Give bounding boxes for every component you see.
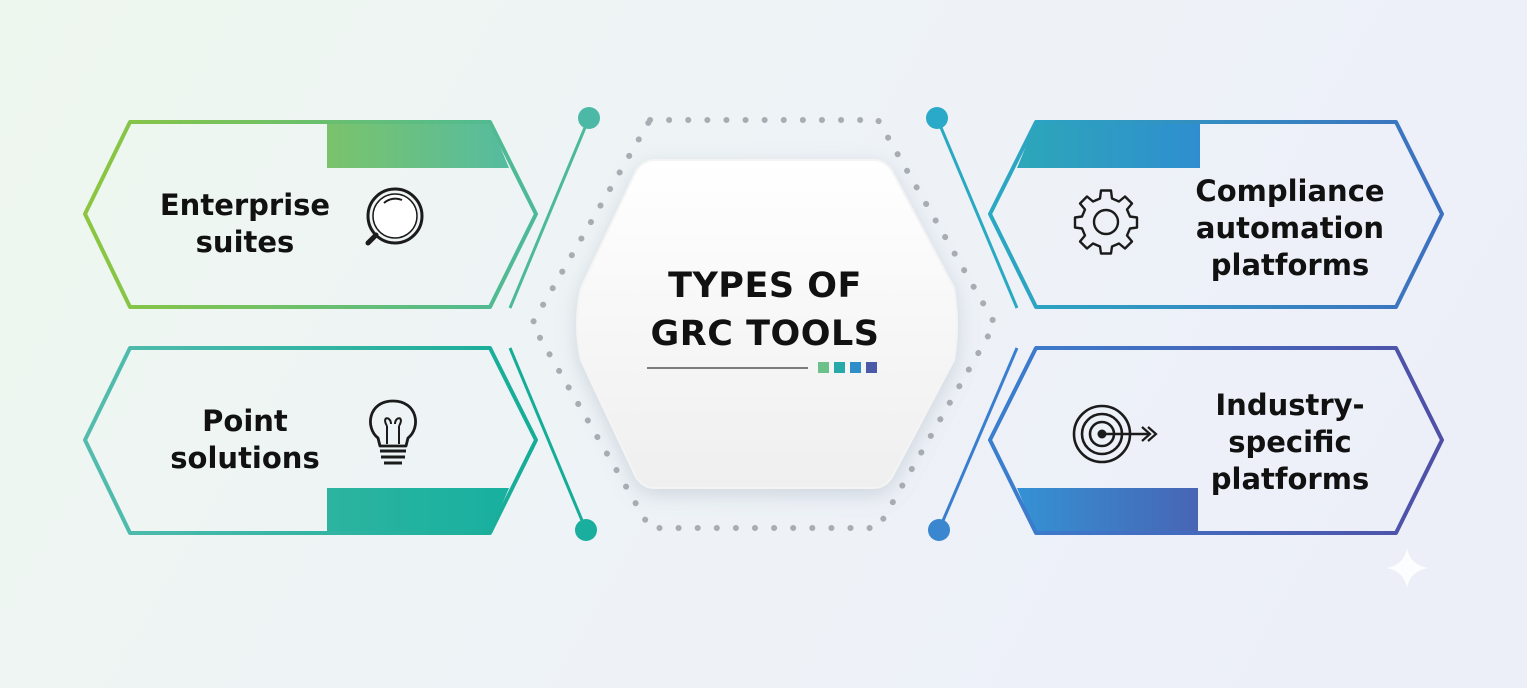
connector-lines bbox=[508, 107, 1019, 541]
gear-icon bbox=[1073, 189, 1139, 255]
card-label-enterprise-suites: Enterprise suites bbox=[159, 188, 331, 259]
card-industry-specific bbox=[988, 346, 1444, 535]
card-outline bbox=[988, 120, 1444, 309]
connector-node bbox=[926, 107, 948, 129]
card-label-industry-specific: Industry- specific platforms bbox=[1210, 387, 1370, 496]
card-enterprise-suites bbox=[83, 120, 538, 309]
card-point-solutions bbox=[83, 346, 538, 535]
card-outline bbox=[83, 120, 538, 309]
card-label-compliance-automation: Compliance automation platforms bbox=[1195, 173, 1385, 282]
sparkle-icon bbox=[1386, 548, 1428, 588]
accent-squares bbox=[818, 362, 877, 373]
center-hexagon bbox=[576, 159, 958, 489]
magnifier-icon bbox=[365, 187, 424, 246]
diagram-title: TYPES OF GRC TOOLS bbox=[650, 266, 880, 354]
card-tab bbox=[1017, 122, 1200, 168]
card-label-point-solutions: Point solutions bbox=[170, 404, 320, 475]
card-tab bbox=[327, 488, 509, 533]
connector-node bbox=[575, 519, 597, 541]
lightbulb-icon bbox=[369, 399, 417, 465]
card-tab bbox=[1017, 488, 1198, 533]
card-tab bbox=[327, 122, 509, 168]
card-compliance-automation bbox=[988, 120, 1444, 309]
card-outline bbox=[83, 346, 538, 535]
dotted-ring bbox=[528, 117, 999, 531]
target-arrow-icon bbox=[1072, 404, 1158, 464]
connector-node bbox=[578, 107, 600, 129]
card-outline bbox=[988, 346, 1444, 535]
connector-node bbox=[928, 519, 950, 541]
